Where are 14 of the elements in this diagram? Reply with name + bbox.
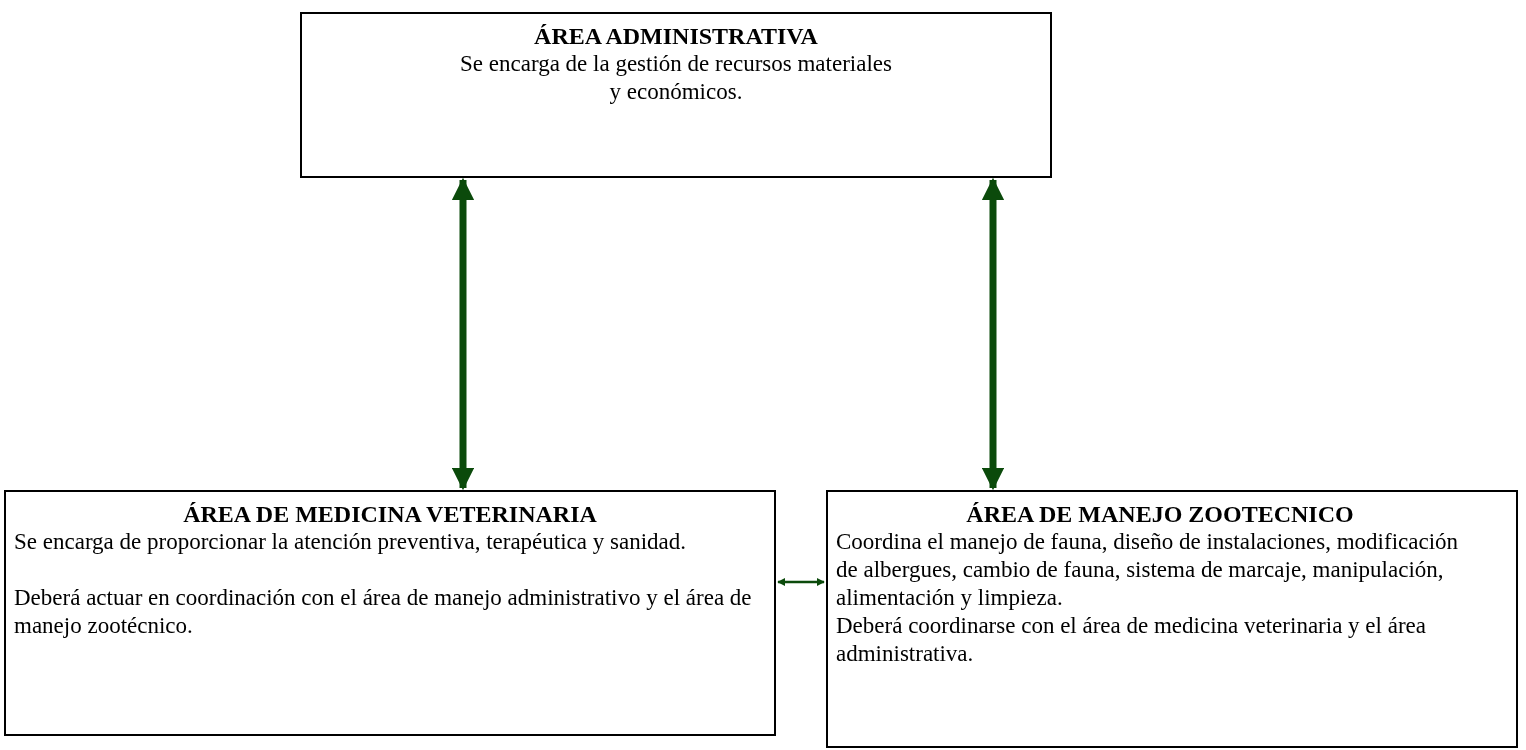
- area-box: [826, 490, 1518, 748]
- double-arrow: [451, 177, 475, 491]
- area-title: ÁREA ADMINISTRATIVA: [533, 22, 819, 50]
- area-description: Deberá coordinarse con el área de medicina veterinaria y el área administrativa.: [836, 612, 1427, 668]
- area-description: Se encarga de la gestión de recursos materiales y económicos.: [459, 50, 893, 106]
- area-title: ÁREA DE MANEJO ZOOTECNICO: [965, 500, 1355, 528]
- area-box: [4, 490, 776, 736]
- area-description: Se encarga de proporcionar la atención preventiva, terapéutica y sanidad.: [14, 528, 688, 556]
- area-description: Coordina el manejo de fauna, diseño de instalaciones, modificación de albergues, cambio de fauna, sistema de marcaje, manipulación, alimentación y limpieza.: [836, 528, 1460, 612]
- double-arrow: [981, 177, 1005, 491]
- double-arrow: [777, 578, 825, 586]
- area-description: Deberá actuar en coordinación con el área de manejo administrativo y el área de manejo zootécnico.: [14, 584, 753, 640]
- area-box: [300, 12, 1052, 178]
- area-title: ÁREA DE MEDICINA VETERINARIA: [182, 500, 598, 528]
